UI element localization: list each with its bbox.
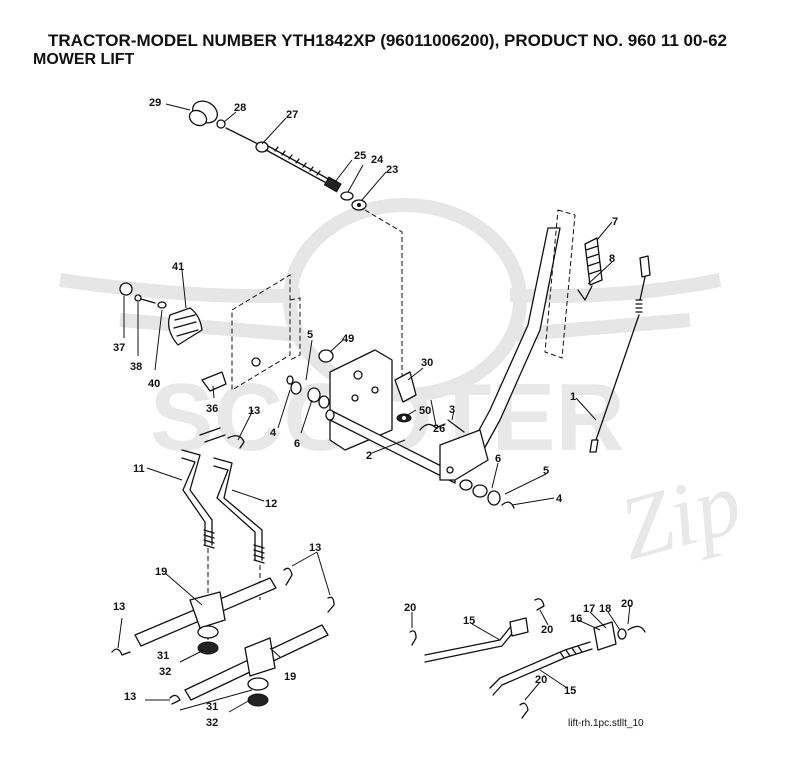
- callout-15b: 15: [564, 685, 576, 697]
- callout-31a: 31: [157, 650, 169, 662]
- watermark-script: Zip: [610, 453, 752, 580]
- callout-36: 36: [206, 403, 218, 415]
- callout-20c: 20: [621, 598, 633, 610]
- callout-40: 40: [148, 378, 160, 390]
- diagram-code: lift-rh.1pc.stllt_10: [568, 718, 644, 729]
- callout-5a: 5: [307, 329, 313, 341]
- callout-19b: 19: [284, 671, 296, 683]
- callout-4b: 4: [556, 493, 563, 505]
- knob-assembly: [188, 100, 403, 385]
- callout-4a: 4: [270, 427, 277, 439]
- callout-49: 49: [342, 333, 354, 345]
- callout-20a: 20: [404, 602, 416, 614]
- callout-13b: 13: [309, 542, 321, 554]
- callout-1: 1: [570, 391, 576, 403]
- callout-7: 7: [612, 216, 618, 228]
- rod-assembly: [409, 598, 646, 719]
- lift-arms: [111, 567, 335, 707]
- cross-shaft: [325, 409, 456, 484]
- page-title: TRACTOR-MODEL NUMBER YTH1842XP (96011006…: [48, 31, 728, 50]
- callout-26: 26: [433, 423, 445, 435]
- callout-17: 17: [583, 603, 595, 615]
- callout-24: 24: [371, 154, 384, 166]
- callout-5b: 5: [543, 465, 549, 477]
- pivot-bracket: [119, 274, 301, 392]
- callout-50: 50: [419, 405, 431, 417]
- callout-16: 16: [570, 613, 582, 625]
- callout-13a: 13: [248, 405, 260, 417]
- callout-13d: 13: [124, 691, 136, 703]
- callout-8: 8: [609, 253, 615, 265]
- callout-11: 11: [133, 463, 145, 475]
- callout-2: 2: [366, 450, 372, 462]
- callout-15a: 15: [463, 615, 475, 627]
- callout-20d: 20: [535, 674, 547, 686]
- callout-38: 38: [130, 361, 142, 373]
- callout-13c: 13: [113, 601, 125, 613]
- bushings-left: [286, 375, 330, 409]
- handle-grip: [577, 237, 651, 453]
- callout-31b: 31: [206, 701, 218, 713]
- callout-32a: 32: [159, 666, 171, 678]
- leader-lines: [117, 103, 631, 713]
- callout-20b: 20: [541, 624, 553, 636]
- callout-3: 3: [449, 404, 455, 416]
- callout-27: 27: [286, 109, 298, 121]
- callout-30: 30: [421, 357, 433, 369]
- callout-6b: 6: [495, 453, 501, 465]
- callout-37: 37: [113, 342, 125, 354]
- callout-labels: 29 28 27 25 24 23 7 8 41 37 38 40 36 5 4…: [113, 97, 633, 729]
- callout-18: 18: [599, 603, 611, 615]
- lift-handle: [439, 209, 576, 509]
- callout-19a: 19: [155, 566, 167, 578]
- callout-6a: 6: [294, 438, 300, 450]
- section-title: MOWER LIFT: [33, 51, 135, 68]
- callout-41: 41: [172, 261, 184, 273]
- callout-25: 25: [354, 150, 366, 162]
- callout-28: 28: [234, 102, 246, 114]
- callout-32b: 32: [206, 717, 218, 729]
- callout-12: 12: [265, 498, 277, 510]
- callout-29: 29: [149, 97, 161, 109]
- callout-23: 23: [386, 164, 398, 176]
